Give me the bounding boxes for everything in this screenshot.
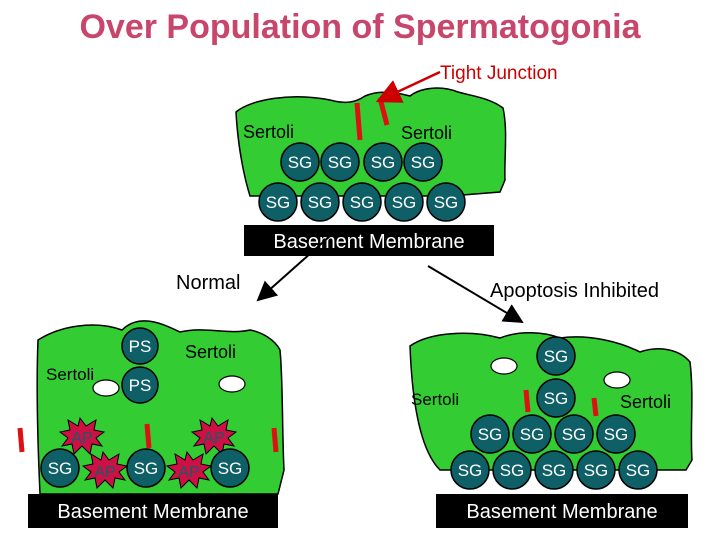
sg-cell: SG	[512, 414, 552, 454]
sg-cell-label: SG	[392, 193, 417, 212]
normal-diagram: Sertoli Sertoli PS PS AP AP SG AP SG AP …	[17, 320, 285, 528]
sg-cell-label: SG	[520, 425, 545, 444]
sg-cell-label: SG	[218, 459, 243, 478]
apoptotic-cell: AP	[81, 450, 129, 490]
sg-cell-label: SG	[544, 347, 569, 366]
sg-cell-label: SG	[542, 461, 567, 480]
sg-cell-label: SG	[288, 153, 313, 172]
sg-cell-label: SG	[328, 153, 353, 172]
ap-label: AP	[71, 430, 92, 447]
page-title: Over Population of Spermatogonia	[79, 8, 641, 46]
apoptosis-inhibited-label: Apoptosis Inhibited	[490, 280, 659, 302]
sg-cell: SG	[300, 182, 340, 222]
sg-cell: SG	[363, 142, 403, 182]
ps-cell: PS	[121, 327, 159, 365]
apoptotic-cell: AP	[58, 416, 106, 456]
sg-cell: SG	[618, 450, 658, 490]
ap-label: AP	[94, 464, 115, 481]
sg-cell-label: SG	[584, 461, 609, 480]
ap-label: AP	[178, 464, 199, 481]
sg-row-top-2: SG SG SG SG SG	[258, 182, 466, 222]
tight-junction-bar-normal	[17, 427, 25, 453]
sertoli-cell-top	[235, 87, 507, 197]
tight-junction-arrow	[375, 70, 441, 103]
sg-cell: SG	[280, 142, 320, 182]
sg-cell-label: SG	[562, 425, 587, 444]
apoptotic-cell: AP	[190, 416, 238, 456]
sg-cell-label: SG	[371, 153, 396, 172]
nucleus	[218, 375, 246, 393]
sertoli-label-inhibited-right: Sertoli	[620, 392, 671, 412]
sg-cell: SG	[534, 450, 574, 490]
basement-membrane-top	[244, 225, 494, 256]
sg-cell: SG	[384, 182, 424, 222]
sg-cell: SG	[126, 448, 166, 488]
sg-cell: SG	[210, 448, 250, 488]
arrow-to-normal	[256, 235, 331, 302]
sg-cell-label: SG	[308, 193, 333, 212]
ps-cell-label: PS	[129, 376, 152, 395]
sg-row-top-1: SG SG SG SG	[280, 142, 443, 182]
tight-junction-bar-inhibited	[591, 397, 599, 417]
sg-cell: SG	[470, 414, 510, 454]
sg-cell-label: SG	[266, 193, 291, 212]
sg-cell: SG	[576, 450, 616, 490]
normal-label: Normal	[176, 272, 240, 294]
tight-junction-bar-inhibited	[523, 389, 531, 413]
ps-cell-label: PS	[129, 337, 152, 356]
sertoli-label-top-right: Sertoli	[401, 123, 452, 143]
sg-cell: SG	[536, 378, 576, 418]
tight-junction-bar-normal	[271, 427, 279, 453]
inhibited-diagram: Sertoli Sertoli SG SG SG SG SG SG SG SG …	[409, 332, 693, 528]
sg-cell: SG	[536, 336, 576, 376]
sertoli-label-inhibited-left: Sertoli	[411, 390, 459, 409]
sg-cell: SG	[450, 450, 490, 490]
sg-cell: SG	[492, 450, 532, 490]
sg-cell: SG	[40, 448, 80, 488]
arrow-to-inhibited	[427, 265, 524, 324]
sg-cell-label: SG	[411, 153, 436, 172]
sg-cell-label: SG	[434, 193, 459, 212]
nucleus	[603, 371, 631, 389]
tight-junction-bar-top-left	[354, 102, 363, 141]
sertoli-label-normal-inner: Sertoli	[185, 342, 236, 362]
sg-cell: SG	[342, 182, 382, 222]
sg-cell: SG	[596, 414, 636, 454]
sg-cell-label: SG	[458, 461, 483, 480]
sg-cell-label: SG	[544, 389, 569, 408]
basement-membrane-normal	[28, 494, 278, 528]
ap-label: AP	[203, 430, 224, 447]
sg-cell: SG	[403, 142, 443, 182]
basement-membrane-label-inhibited: Basement Membrane	[466, 501, 657, 523]
sertoli-label-normal-outer: Sertoli	[46, 365, 94, 384]
sg-cell-label: SG	[626, 461, 651, 480]
basement-membrane-label-normal: Basement Membrane	[57, 501, 248, 523]
nucleus	[92, 379, 120, 397]
sg-cell-label: SG	[48, 459, 73, 478]
basement-membrane-inhibited	[436, 494, 688, 528]
ps-cell: PS	[121, 366, 159, 404]
sg-cell-label: SG	[134, 459, 159, 478]
sg-cell-label: SG	[500, 461, 525, 480]
sertoli-label-top-left: Sertoli	[243, 122, 294, 142]
sg-cell: SG	[426, 182, 466, 222]
sg-cell-label: SG	[604, 425, 629, 444]
tight-junction-bar-normal	[144, 423, 152, 449]
sg-cell: SG	[554, 414, 594, 454]
basement-membrane-label-top: Basement Membrane	[273, 231, 464, 253]
tight-junction-label: Tight Junction	[440, 63, 558, 84]
apoptotic-cell: AP	[165, 450, 213, 490]
top-diagram: Tight Junction Sertoli Sertoli SG SG SG …	[235, 63, 558, 256]
sg-cell: SG	[258, 182, 298, 222]
sg-cell-label: SG	[350, 193, 375, 212]
sg-cell: SG	[320, 142, 360, 182]
nucleus	[490, 357, 518, 375]
sg-cell-label: SG	[478, 425, 503, 444]
